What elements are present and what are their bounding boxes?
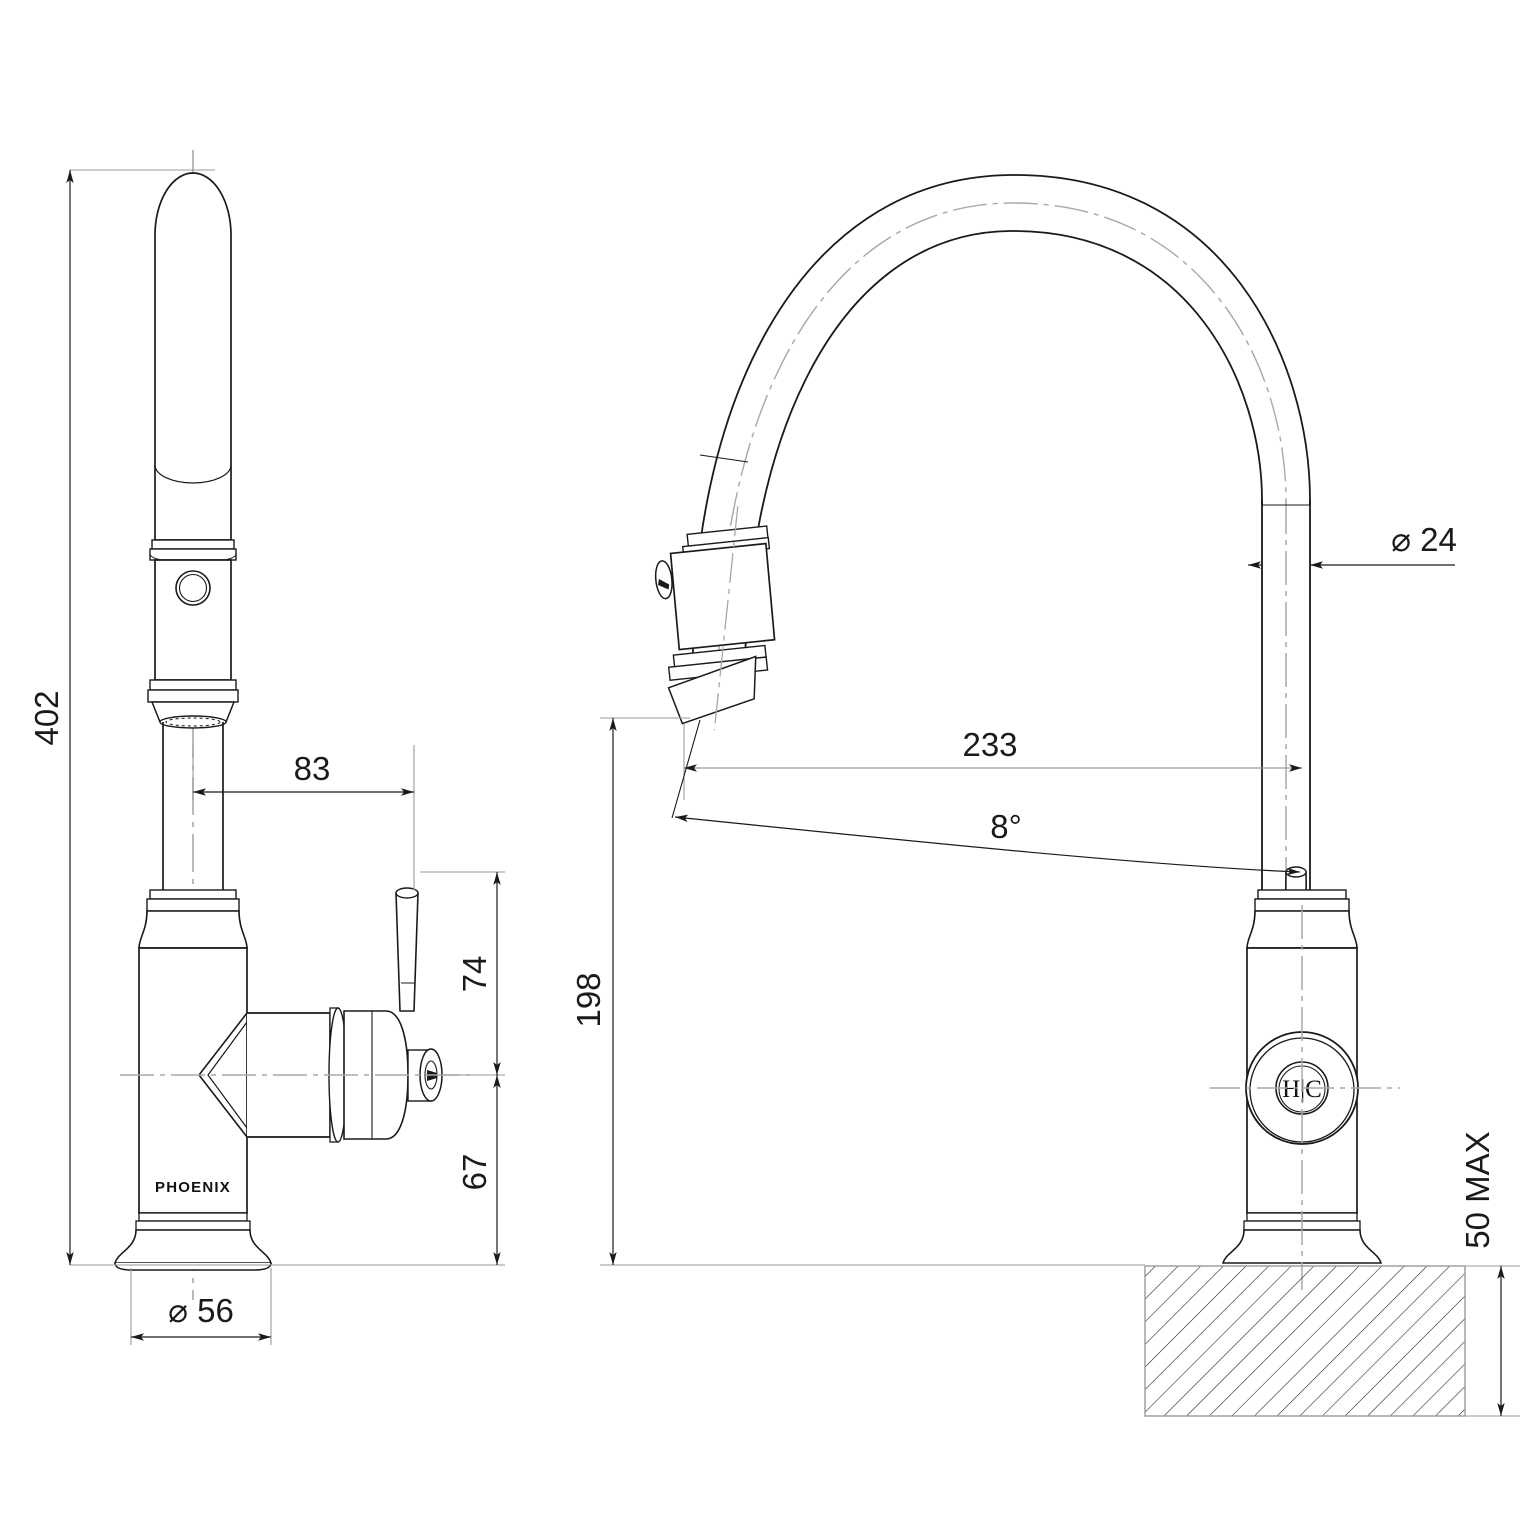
dim-spout-height: 198 [570, 717, 1145, 1266]
dim-8deg-label: 8° [990, 808, 1022, 845]
gooseneck-spout [692, 174, 1311, 905]
right-spray-head [654, 506, 776, 731]
dim-handle-above-centre: 74 [420, 871, 505, 1076]
dim-dia56-label: ⌀ 56 [168, 1292, 234, 1329]
dim-handle-offset: 83 [192, 745, 415, 890]
dim-base-diameter: ⌀ 56 [130, 1268, 272, 1345]
dim-spout-angle: 8° [671, 719, 1301, 876]
gooseneck-centerline [718, 202, 1287, 679]
dim-overall-height: 402 [28, 169, 300, 1266]
brand-label: PHOENIX [155, 1179, 231, 1196]
right-body: H|C [1210, 866, 1400, 1290]
dim-spout-reach: 233 [683, 724, 1302, 800]
left-column [162, 722, 224, 893]
dim-198-label: 198 [570, 972, 607, 1027]
dim-bench-thickness: 50 MAX [1459, 1131, 1520, 1417]
dim-233-label: 233 [962, 726, 1017, 763]
dim-83-label: 83 [294, 750, 331, 787]
dim-402-label: 402 [28, 690, 65, 745]
right-view-group: H|C ⌀ 24 233 [570, 174, 1520, 1417]
dim-67-label: 67 [456, 1154, 493, 1191]
left-body: PHOENIX [113, 887, 470, 1271]
dim-50max-label: 50 MAX [1459, 1131, 1496, 1248]
left-spray-head [147, 172, 239, 729]
dim-74-label: 74 [456, 956, 493, 993]
bench-section [1144, 1265, 1466, 1417]
left-lever-handle [395, 892, 419, 1012]
left-view-group: PHOENIX 402 83 74 [28, 150, 505, 1345]
spray-mode-button-right-icon [654, 560, 673, 600]
dim-spout-diameter: ⌀ 24 [1248, 500, 1457, 600]
dim-centre-to-base: 67 [275, 1075, 505, 1266]
dim-dia24-label: ⌀ 24 [1391, 521, 1457, 558]
